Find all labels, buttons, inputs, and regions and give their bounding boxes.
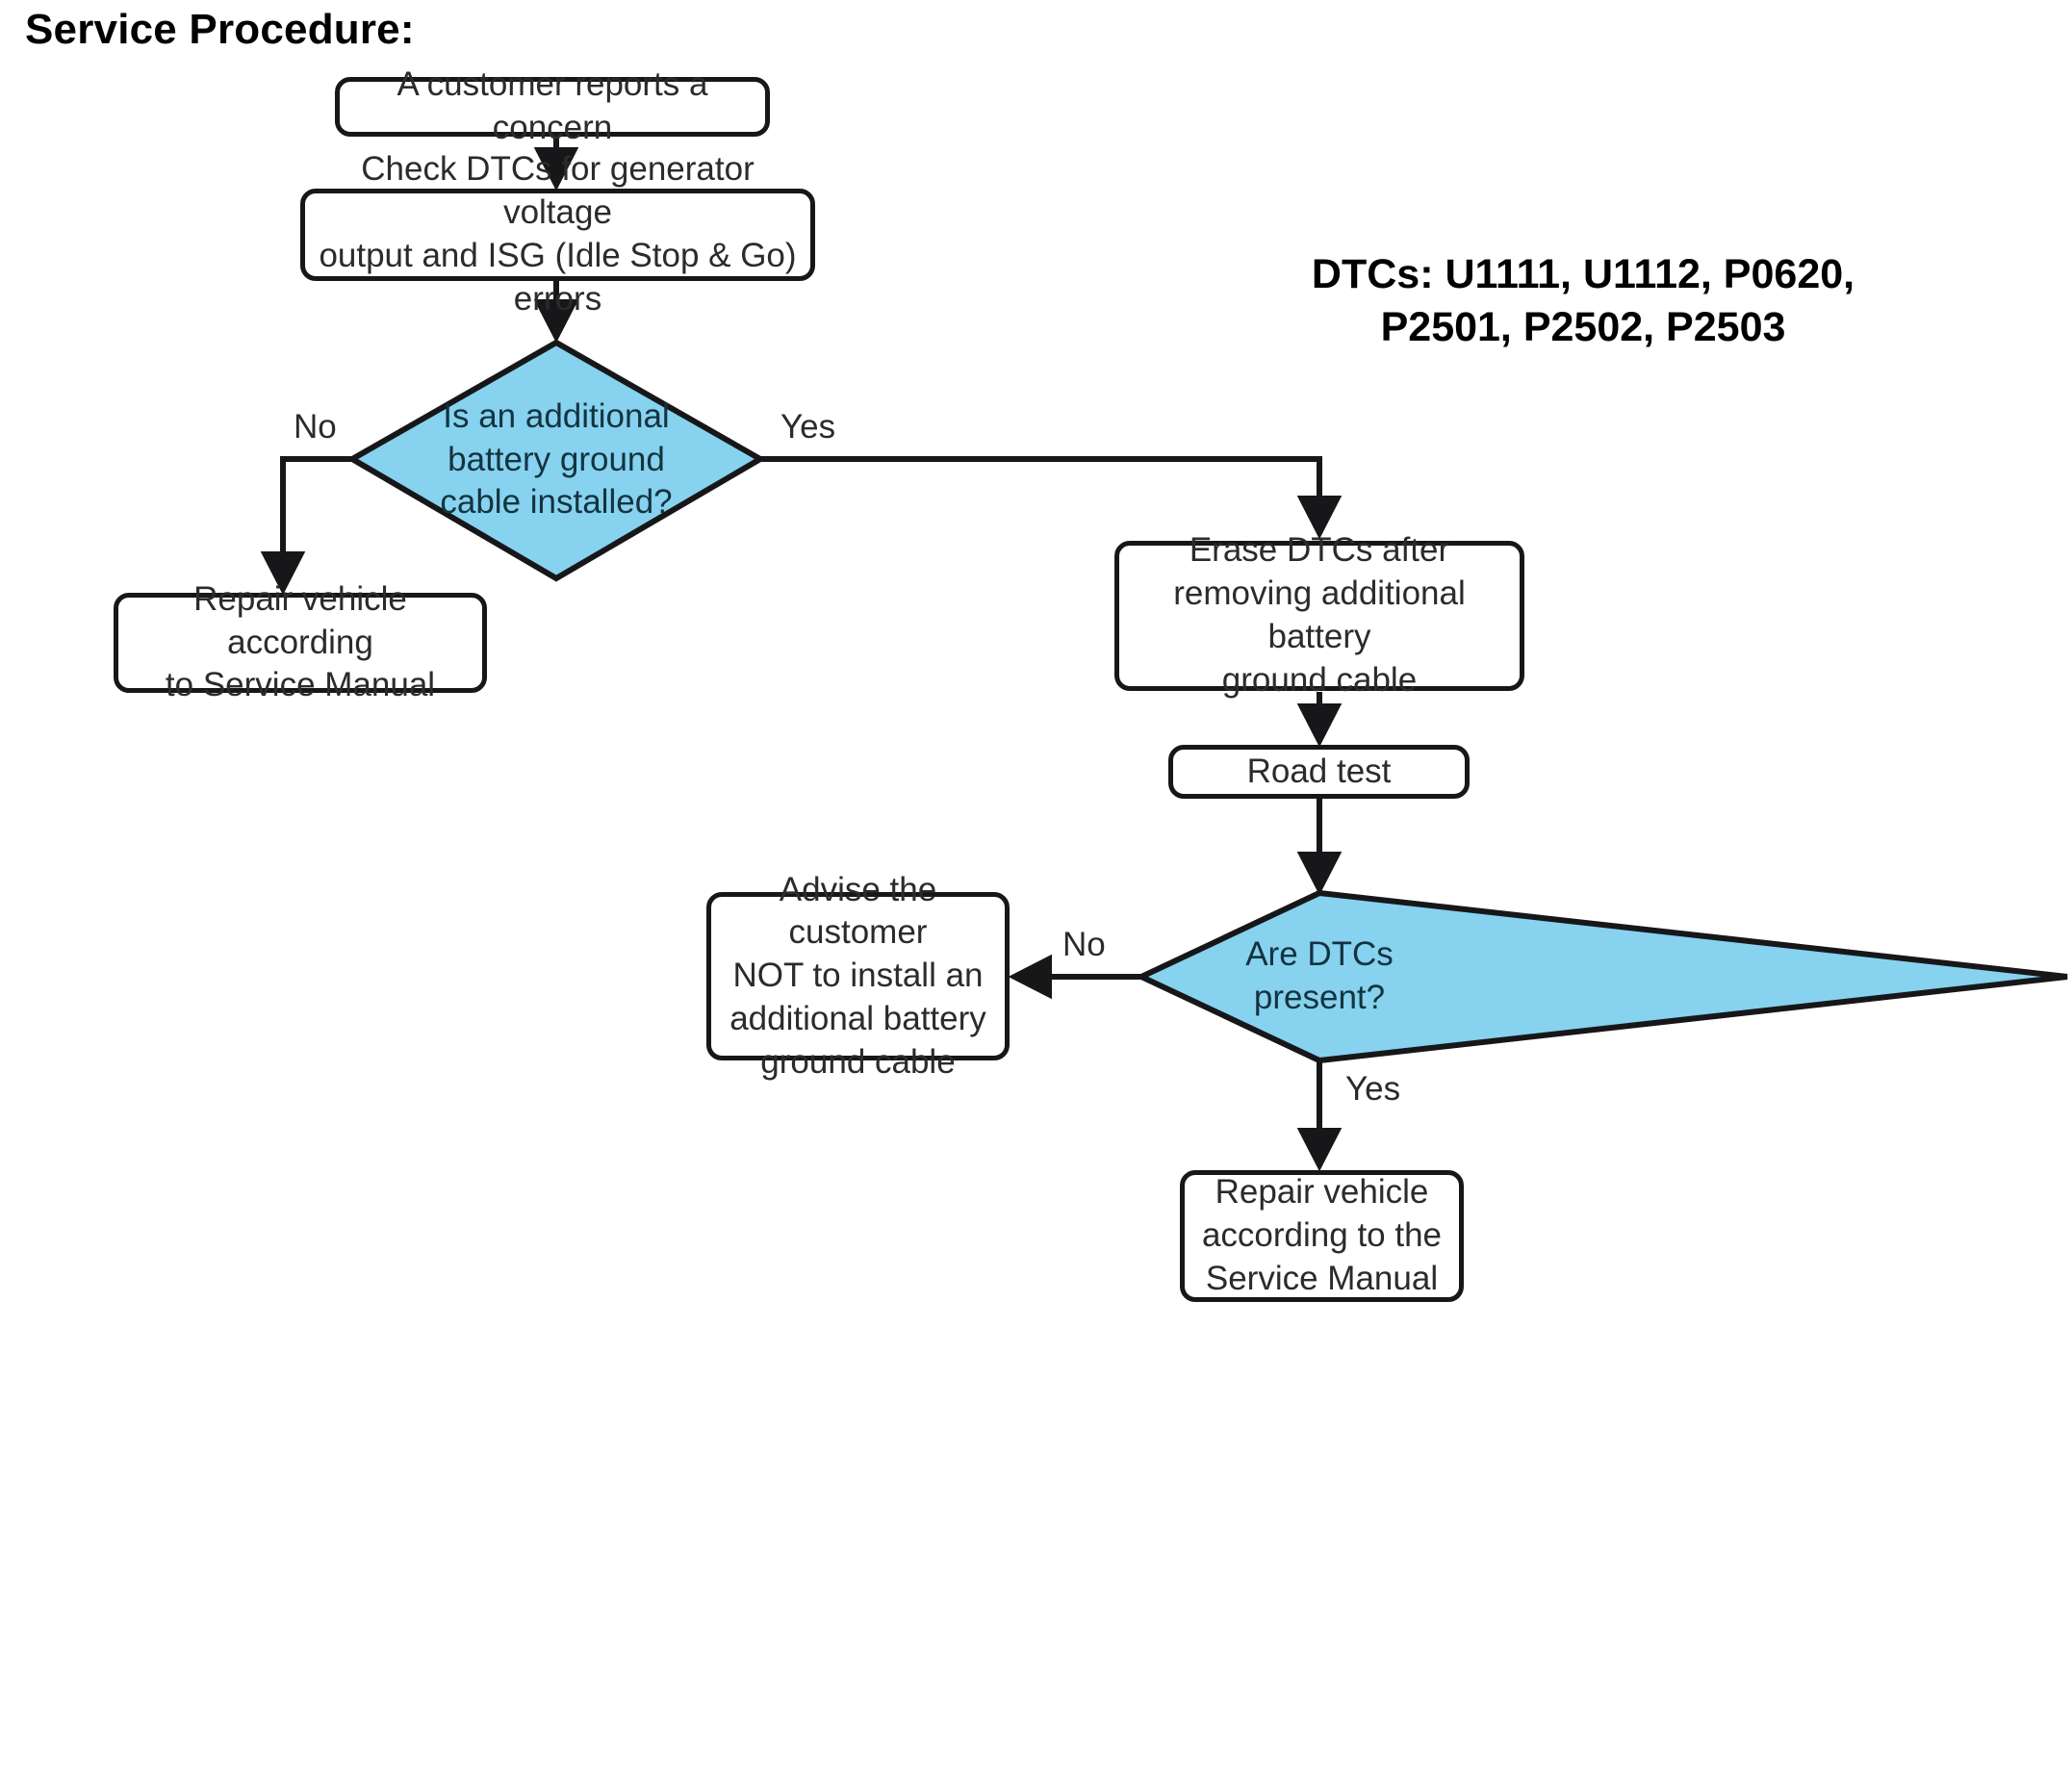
dtc-note-line-2: P2501, P2502, P2503 (1380, 303, 1786, 350)
dtc-note-line-1: DTCs: U1111, U1112, P0620, (1311, 251, 1855, 297)
dtc-code-note: DTCs: U1111, U1112, P0620, P2501, P2502,… (1198, 248, 1968, 353)
node-repair-service-manual[interactable]: Repair vehicle according to Service Manu… (114, 580, 487, 703)
edge-decision1-yes (760, 456, 1343, 540)
edge-label-no-bottom: No (1062, 926, 1106, 963)
node-check-dtcs-line-2: output and ISG (Idle Stop & Go) errors (319, 237, 797, 318)
repair2-line-3: Service Manual (1205, 1259, 1439, 1297)
node-road-test[interactable]: Road test (1168, 745, 1470, 799)
erase-line-1: Erase DTCs after (1189, 531, 1450, 570)
node-start-label: A customer reports a concern (396, 65, 708, 146)
advise-line-1: Advise the customer (779, 870, 937, 952)
node-check-dtcs[interactable]: Check DTCs for generator voltage output … (300, 150, 815, 318)
node-start[interactable]: A customer reports a concern (335, 65, 770, 146)
repair2-line-2: according to the (1201, 1216, 1443, 1255)
edge-decision1-no (260, 456, 352, 596)
decision-ground-cable-shape (346, 339, 766, 582)
advise-line-3: additional battery (729, 999, 986, 1037)
node-advise-customer[interactable]: Advise the customer NOT to install an ad… (706, 871, 1010, 1081)
decision-dtcs-present-shape (1134, 889, 2068, 1064)
erase-line-3: ground cable (1221, 660, 1418, 699)
edge-label-yes-bottom: Yes (1345, 1070, 1401, 1108)
node-repair-service-manual-2[interactable]: Repair vehicle according to the Service … (1180, 1170, 1464, 1302)
node-erase-dtcs[interactable]: Erase DTCs after removing additional bat… (1114, 531, 1524, 699)
advise-line-2: NOT to install an (732, 957, 984, 995)
node-check-dtcs-label: Check DTCs for generator voltage output … (315, 148, 801, 320)
repair1-line-1: Repair vehicle according (193, 579, 407, 661)
advise-line-4: ground cable (760, 1042, 956, 1081)
page-title: Service Procedure: (25, 6, 415, 53)
repair1-line-2: to Service Manual (165, 666, 436, 704)
repair2-line-1: Repair vehicle (1215, 1173, 1429, 1212)
erase-line-2: removing additional battery (1173, 574, 1466, 655)
road-test-label: Road test (1246, 752, 1392, 790)
edge-label-yes-top: Yes (780, 408, 836, 446)
node-check-dtcs-line-1: Check DTCs for generator voltage (361, 150, 755, 232)
edge-label-no-top: No (294, 408, 337, 446)
